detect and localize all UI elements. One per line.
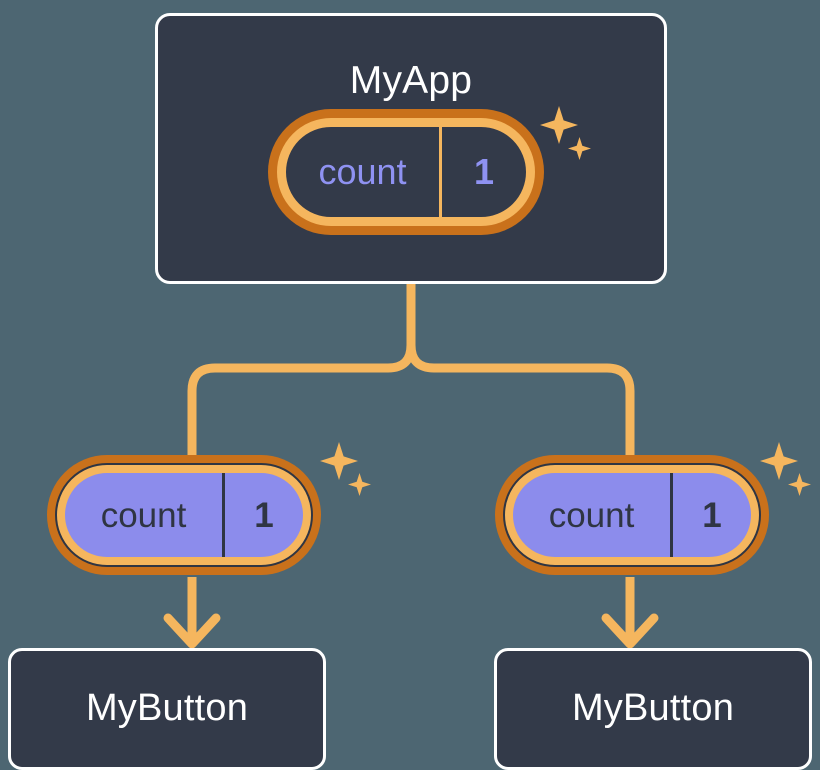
state-pill-divider xyxy=(439,127,442,217)
state-pill-value-cell: 1 xyxy=(225,473,303,557)
state-pill-label-cell: count xyxy=(65,473,222,557)
myapp-component-label: MyApp xyxy=(349,59,473,102)
mybutton-component-card-left[interactable]: MyButton xyxy=(8,648,326,770)
state-value: 1 xyxy=(473,151,495,192)
sparkle-large-icon xyxy=(320,442,358,480)
wire-branch-left xyxy=(187,340,416,471)
state-pill-label-cell: count xyxy=(513,473,670,557)
sparkle-small-icon xyxy=(788,473,811,496)
state-value: 1 xyxy=(254,495,274,535)
state-name: count xyxy=(318,151,407,192)
mybutton-component-card-right[interactable]: MyButton xyxy=(494,648,812,770)
sparkle-large-icon xyxy=(760,442,798,480)
mybutton-component-label: MyButton xyxy=(85,687,249,729)
state-pill-divider xyxy=(222,473,225,557)
state-value: 1 xyxy=(702,495,722,535)
state-pill-divider xyxy=(670,473,673,557)
state-name: count xyxy=(548,495,635,535)
sparkle-icon xyxy=(758,440,814,507)
state-pill-value-cell: 1 xyxy=(442,127,526,217)
state-pill-value-cell: 1 xyxy=(673,473,751,557)
state-pill-child-right[interactable]: count 1 xyxy=(503,463,761,567)
wire-arrow-right-head xyxy=(601,613,659,649)
state-pill-myapp[interactable]: count 1 xyxy=(277,118,535,226)
state-pill-label-cell: count xyxy=(286,127,439,217)
sparkle-small-icon xyxy=(348,473,371,496)
state-pill-child-left[interactable]: count 1 xyxy=(55,463,313,567)
sparkle-icon xyxy=(318,440,374,507)
wire-branch-right xyxy=(406,340,635,471)
mybutton-component-label: MyButton xyxy=(571,687,735,729)
state-name: count xyxy=(100,495,187,535)
wire-arrow-left-head xyxy=(163,613,221,649)
